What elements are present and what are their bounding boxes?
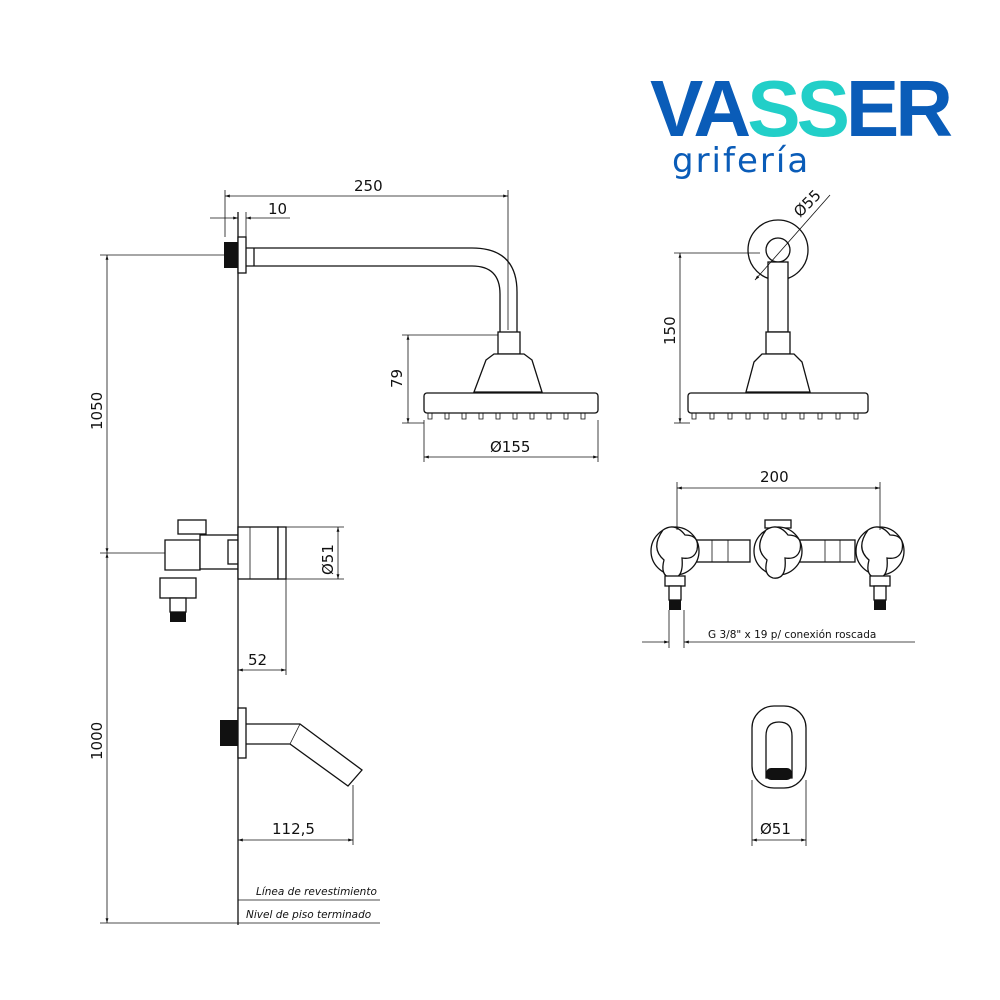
dim-front-height: 150 (661, 316, 679, 345)
logo-subtitle: grifería (672, 141, 810, 181)
dim-flange-depth: 10 (268, 200, 287, 218)
dim-spout-height: 1000 (88, 722, 106, 760)
shower-arm-side (224, 236, 599, 420)
side-view: 250 10 79 Ø155 1050 1000 (88, 177, 599, 925)
dim-valve-spacing: 200 (760, 468, 789, 486)
dim-escutcheon-diameter: Ø51 (319, 544, 337, 575)
dim-connection: G 3/8" x 19 p/ conexión roscada (708, 629, 876, 641)
valve-handle-center (753, 526, 803, 579)
vasser-logo: VASSER grifería (650, 64, 956, 181)
svg-text:VASSER: VASSER (650, 64, 952, 153)
dim-head-diameter: Ø155 (490, 438, 530, 456)
valve-set-front (650, 519, 905, 610)
dim-shower-height: 1050 (88, 392, 106, 430)
valve-side (159, 519, 287, 622)
front-view: Ø55 150 (642, 186, 915, 846)
valve-handle-left (650, 526, 700, 610)
spout-side (220, 707, 363, 787)
dim-spout-front-diameter: Ø51 (760, 820, 791, 838)
dim-valve-projection: 52 (248, 651, 267, 669)
spout-front: Ø51 (751, 705, 807, 846)
valve-handle-right (855, 526, 905, 610)
dim-flange-diameter: Ø55 (790, 186, 825, 221)
floor-line-label: Nivel de piso terminado (246, 909, 371, 921)
wall-line-label: Línea de revestimiento (256, 886, 377, 898)
dim-spout-projection: 112,5 (272, 820, 315, 838)
dim-arm-length: 250 (354, 177, 383, 195)
dim-head-height: 79 (388, 369, 406, 388)
